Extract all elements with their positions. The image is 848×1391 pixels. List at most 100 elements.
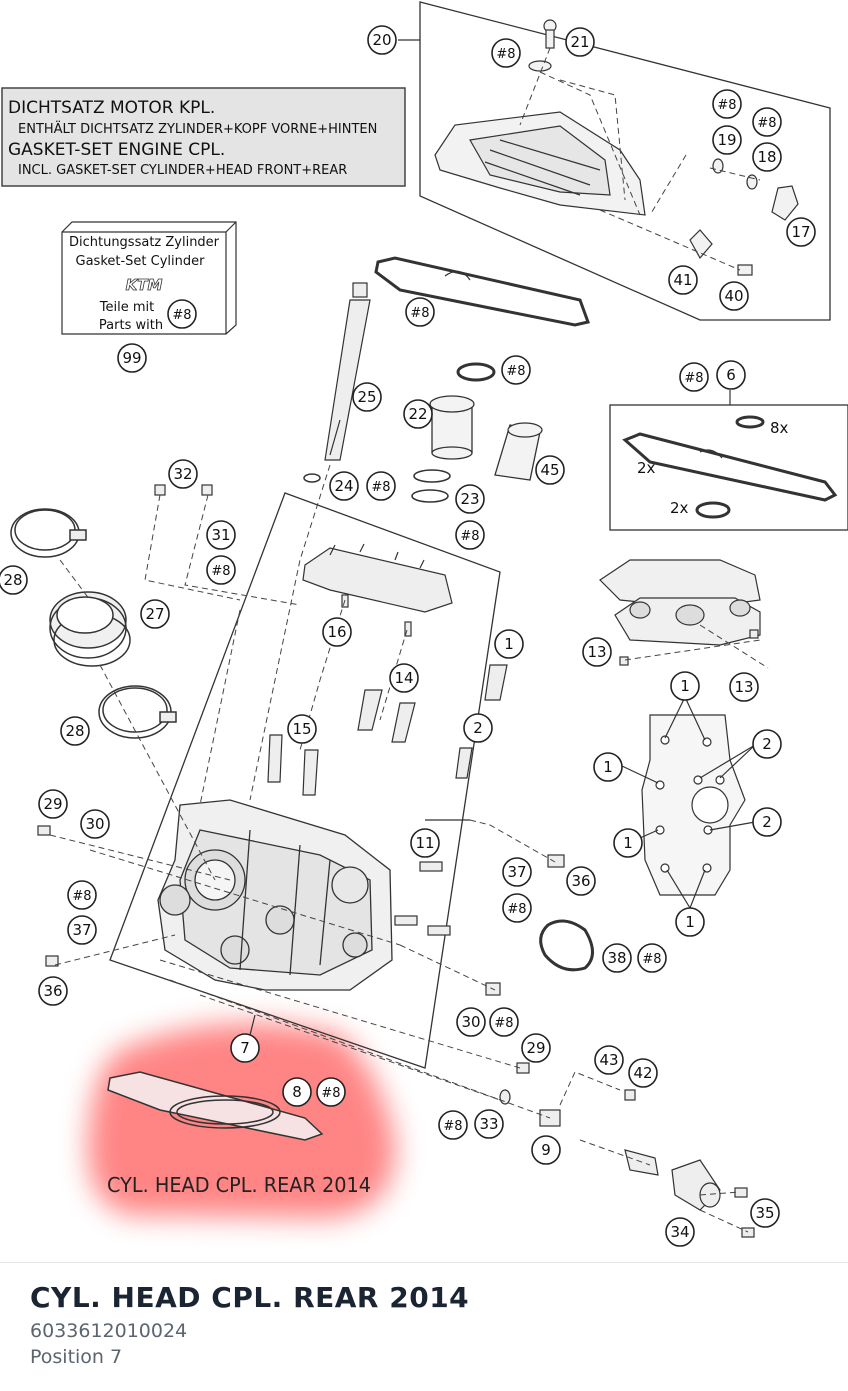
callout-circle (67, 915, 97, 945)
callout-c36: 36 (571, 872, 590, 890)
callout-circle (206, 520, 236, 550)
callout-circle (455, 520, 485, 550)
callout-circle (366, 471, 396, 501)
part-title: CYL. HEAD CPL. REAR 2014 (30, 1281, 470, 1314)
cyl-box-parts-en: Parts with (99, 318, 163, 333)
callout-circle (438, 1110, 468, 1140)
callout-k8: #8 (371, 480, 390, 495)
callout-circle (675, 907, 705, 937)
callout-circle (602, 943, 632, 973)
callout-c36: 36 (43, 982, 62, 1000)
callout-circle (582, 637, 612, 667)
callout-circle (752, 142, 782, 172)
callout-c14: 14 (394, 669, 413, 687)
gasket-box-line4: INCL. GASKET-SET CYLINDER+HEAD FRONT+REA… (18, 163, 347, 178)
callout-circle (329, 471, 359, 501)
valve-cover-gasket (374, 256, 590, 327)
long-bolt (324, 282, 371, 461)
callout-circle (367, 25, 397, 55)
callout-k8: #8 (460, 529, 479, 544)
callout-k8: #8 (506, 364, 525, 379)
callout-c1: 1 (685, 913, 695, 931)
qty-2x-a: 2x (637, 459, 656, 477)
callout-c32: 32 (173, 465, 192, 483)
callout-c7: 7 (240, 1039, 250, 1057)
callout-circle (117, 343, 147, 373)
callout-circle (206, 555, 236, 585)
callout-circle (168, 459, 198, 489)
callout-k8: #8 (211, 564, 230, 579)
head-gasket-plan (641, 714, 746, 896)
cylinder-head-gasket (107, 1071, 324, 1141)
callout-circle (322, 617, 352, 647)
callout-circle (352, 382, 382, 412)
callout-circle (752, 107, 782, 137)
callout-circle (502, 893, 532, 923)
callout-c18: 18 (757, 148, 776, 166)
callout-circle (665, 1217, 695, 1247)
callout-circle (594, 1045, 624, 1075)
callout-k8: #8 (496, 47, 515, 62)
callout-circle (38, 789, 68, 819)
callout-circle (463, 713, 493, 743)
callout-c19: 19 (717, 131, 736, 149)
valve-cover (434, 19, 799, 276)
callout-circle (712, 125, 742, 155)
water-pump-parts (499, 1089, 755, 1238)
callout-c15: 15 (292, 720, 311, 738)
callout-circle (613, 828, 643, 858)
callout-circle (38, 976, 68, 1006)
callout-circle (628, 1058, 658, 1088)
callout-c30: 30 (85, 815, 104, 833)
callout-c9: 9 (541, 1141, 551, 1159)
callout-circle (405, 297, 435, 327)
callout-circle (531, 1135, 561, 1165)
exploded-parts-diagram: DICHTSATZ MOTOR KPL. ENTHÄLT DICHTSATZ Z… (0, 1, 848, 1247)
callout-c6: 6 (726, 366, 736, 384)
gasket-kit-box (609, 404, 848, 531)
callout-c13: 13 (587, 643, 606, 661)
callout-circle (494, 629, 524, 659)
valve-guides (267, 664, 508, 936)
callout-circle (670, 671, 700, 701)
valve-cover-box (419, 1, 831, 321)
part-position: Position 7 (30, 1346, 123, 1368)
callout-circle (140, 599, 170, 629)
callout-k8: #8 (757, 116, 776, 131)
callout-circle (750, 1198, 780, 1228)
callout-circle (0, 565, 28, 595)
callout-k8: #8 (321, 1086, 340, 1101)
callout-circle (80, 809, 110, 839)
callout-circle (456, 1007, 486, 1037)
callout-c1: 1 (680, 677, 690, 695)
callout-circle (637, 943, 667, 973)
gasket-set-cylinder-package: Dichtungssatz Zylinder Gasket-Set Cylind… (61, 221, 237, 335)
cyl-box-parts-de: Teile mit (99, 300, 154, 315)
qty-2x-b: 2x (670, 499, 689, 517)
callout-c29: 29 (526, 1039, 545, 1057)
callout-c45: 45 (540, 461, 559, 479)
callout-circle (474, 1109, 504, 1139)
callout-c28: 28 (65, 722, 84, 740)
callout-c25: 25 (357, 388, 376, 406)
callout-c34: 34 (670, 1223, 689, 1241)
callout-c1: 1 (623, 834, 633, 852)
callout-c20: 20 (372, 31, 391, 49)
camshaft-carrier (302, 543, 453, 637)
gasket-set-engine-box: DICHTSATZ MOTOR KPL. ENTHÄLT DICHTSATZ Z… (1, 87, 406, 187)
callout-circle (752, 729, 782, 759)
callout-circle (535, 455, 565, 485)
qty-8x: 8x (770, 419, 789, 437)
part-info-footer: CYL. HEAD CPL. REAR 2014 6033612010024 P… (0, 1262, 848, 1391)
callout-c33: 33 (479, 1115, 498, 1133)
callout-circle (752, 807, 782, 837)
callout-c11: 11 (415, 834, 434, 852)
callout-k8: #8 (507, 902, 526, 917)
callout-k8: #8 (410, 306, 429, 321)
callout-c23: 23 (460, 490, 479, 508)
callout-circle (410, 828, 440, 858)
callout-k8: #8 (684, 371, 703, 386)
callout-circle (786, 217, 816, 247)
callout-c2: 2 (473, 719, 483, 737)
callout-c1: 1 (504, 635, 514, 653)
